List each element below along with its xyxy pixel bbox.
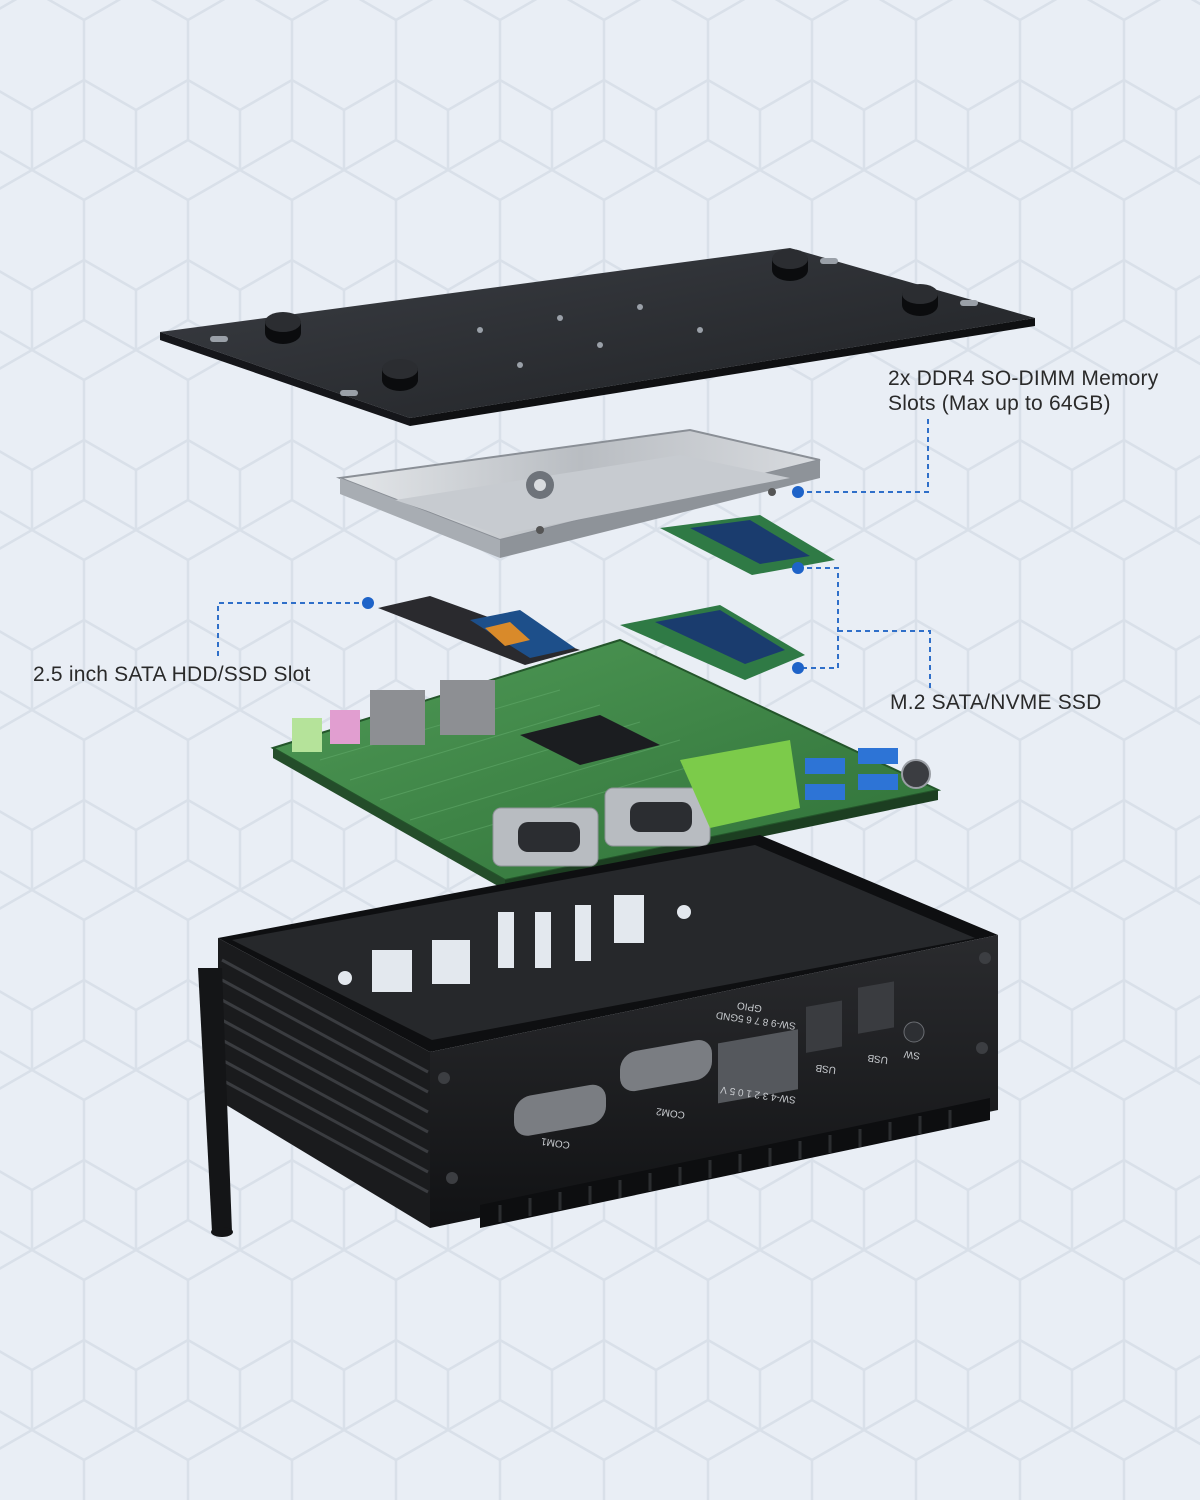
- gpio-cutout: [718, 1029, 798, 1104]
- bottom-cover-plate: [160, 248, 1035, 426]
- com2-silk-label: COM2: [655, 1105, 686, 1120]
- com2-cutout: [620, 1040, 712, 1092]
- power-switch-hole: [903, 1021, 925, 1043]
- com1-cutout: [514, 1084, 606, 1136]
- usb-silk-label-b: USB: [867, 1052, 889, 1066]
- callout-line-memory: [798, 418, 929, 493]
- fanless-chassis: [218, 835, 998, 1228]
- sata-slot-callout: 2.5 inch SATA HDD/SSD Slot: [33, 663, 311, 686]
- callout-dot-sata: [362, 597, 374, 609]
- wifi-antenna: [198, 968, 233, 1237]
- memory-callout-line2: Slots (Max up to 64GB): [888, 392, 1111, 415]
- m2-ssd-callout: M.2 SATA/NVME SSD: [890, 691, 1102, 714]
- sata-drive-caddy: [336, 428, 821, 558]
- callout-dot-memory: [792, 486, 804, 498]
- com1-silk-label: COM1: [540, 1135, 571, 1150]
- gpio-silk-label: GPIO: [736, 999, 763, 1013]
- callout-lines: [217, 418, 931, 690]
- callout-dot-m2-top: [792, 562, 804, 574]
- callout-line-m2-branch: [838, 630, 931, 690]
- sw-silk-label: SW: [903, 1048, 921, 1061]
- memory-slots-callout: 2x DDR4 SO-DIMM Memory Slots (Max up to …: [888, 366, 1158, 416]
- callout-line-sata: [217, 602, 368, 660]
- callout-line-m2: [798, 567, 839, 669]
- motherboard: [270, 638, 942, 890]
- usb-silk-label-a: USB: [815, 1062, 837, 1076]
- callout-dot-m2-bottom: [792, 662, 804, 674]
- usb-cutout-b: [858, 981, 894, 1034]
- usb-cutout-a: [806, 1000, 842, 1053]
- m2-ssd-module: [378, 596, 580, 665]
- ddr4-memory-module-top: [660, 515, 835, 575]
- memory-callout-line1: 2x DDR4 SO-DIMM Memory: [888, 367, 1159, 390]
- ddr4-memory-module-bottom: [620, 605, 805, 680]
